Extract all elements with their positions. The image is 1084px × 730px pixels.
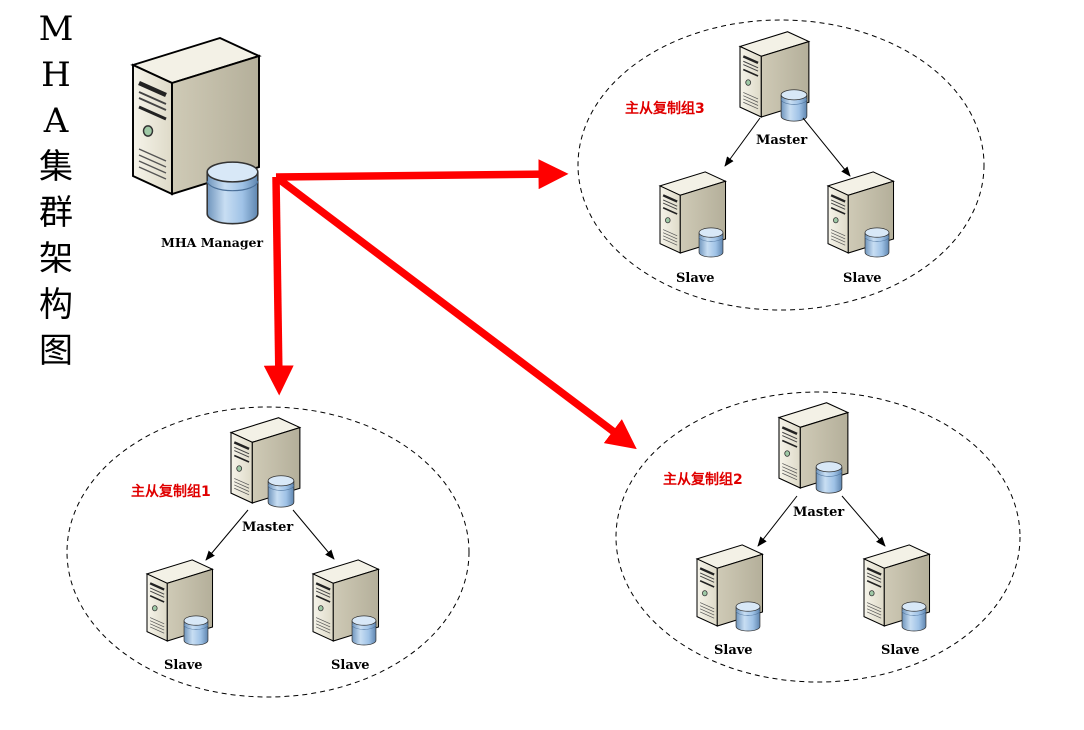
slave-label: Slave (714, 643, 753, 658)
slave-label: Slave (331, 658, 370, 673)
replication-group-3: 主从复制组3 Master Slave Slave (625, 30, 895, 286)
title-char: 图 (39, 331, 73, 371)
slave-label: Slave (881, 643, 920, 658)
database-icon (735, 601, 761, 632)
database-icon (698, 227, 724, 258)
database-icon (901, 601, 927, 632)
database-icon (815, 461, 843, 494)
replication-group-1: 主从复制组1 Master Slave Slave (131, 416, 380, 673)
arrow-to-group3 (275, 159, 569, 190)
group-label: 主从复制组1 (131, 483, 211, 500)
title-char: H (41, 55, 71, 95)
title-char: M (38, 9, 74, 49)
master-label: Master (242, 520, 293, 535)
group-boundary-2 (615, 391, 1021, 683)
group-label: 主从复制组3 (625, 100, 705, 117)
group-label: 主从复制组2 (663, 471, 743, 488)
database-icon (183, 615, 209, 646)
mha-manager-node: MHA Manager (133, 38, 264, 250)
master-label: Master (793, 505, 844, 520)
database-icon (267, 475, 295, 508)
replication-group-2: 主从复制组2 Master Slave Slave (663, 401, 931, 658)
slave-label: Slave (843, 271, 882, 286)
title-char: 构 (39, 285, 73, 325)
title-char: 架 (39, 239, 73, 279)
manager-label: MHA Manager (161, 235, 264, 250)
slave-label: Slave (676, 271, 715, 286)
master-label: Master (756, 133, 807, 148)
arrow-to-group1 (263, 176, 294, 396)
group-boundary-3 (577, 19, 985, 311)
title-char: A (43, 101, 69, 141)
database-icon (780, 89, 808, 122)
group-boundary-1 (66, 406, 470, 698)
title-char: 集 (39, 147, 73, 187)
database-icon (864, 227, 890, 258)
database-icon (206, 161, 259, 225)
title-char: 群 (39, 193, 73, 233)
diagram-title: M H A 集 群 架 构 图 (36, 6, 76, 374)
arrow-to-group2 (273, 174, 637, 450)
management-arrows (263, 159, 637, 450)
slave-label: Slave (164, 658, 203, 673)
database-icon (351, 615, 377, 646)
